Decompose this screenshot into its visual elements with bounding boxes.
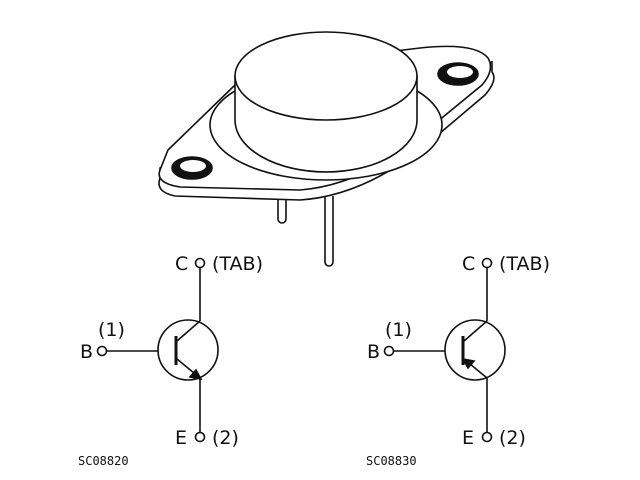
npn-symbol — [96, 257, 219, 443]
pnp-emitter-label: E — [462, 427, 474, 449]
npn-code: SC08820 — [78, 454, 129, 468]
npn-collector-label: C — [175, 253, 188, 275]
npn-base-label: B — [80, 341, 93, 363]
pnp-code: SC08830 — [366, 454, 417, 468]
pnp-emitter-pin: (2) — [499, 427, 526, 449]
npn-emitter-pin: (2) — [212, 427, 239, 449]
pnp-base-label: B — [367, 341, 380, 363]
pnp-symbol — [383, 257, 506, 443]
long-pin — [324, 196, 334, 267]
pnp-base-pin: (1) — [385, 319, 412, 341]
npn-collector-pin: (TAB) — [212, 253, 263, 275]
pnp-collector-pin: (TAB) — [499, 253, 550, 275]
pnp-collector-label: C — [462, 253, 475, 275]
cap-top — [234, 31, 418, 121]
short-pin — [277, 196, 287, 224]
to3-package-drawing — [158, 31, 495, 267]
npn-base-pin: (1) — [98, 319, 125, 341]
npn-emitter-label: E — [175, 427, 187, 449]
